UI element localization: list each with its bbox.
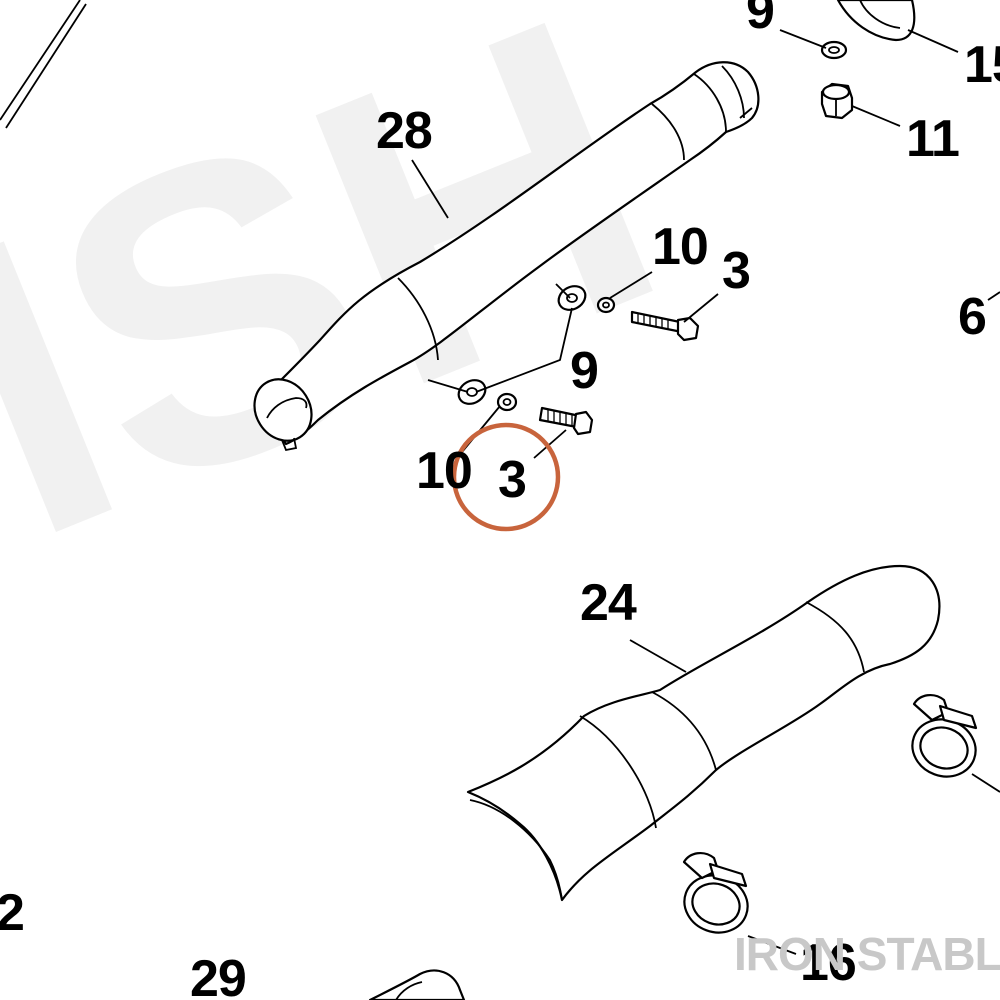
frame-line-top-left	[0, 0, 87, 129]
lockwasher-part-10-lower	[496, 392, 518, 412]
callout-9-mid: 9	[570, 342, 598, 400]
callout-28: 28	[376, 102, 432, 160]
frame-line-part-6	[987, 291, 1000, 301]
callout-10-upper: 10	[652, 218, 708, 276]
bolt-part-3-upper	[630, 310, 700, 342]
highlight-circle	[451, 422, 561, 532]
callout-9-top: 9	[746, 0, 774, 40]
callout-29: 29	[190, 950, 246, 1000]
callout-2: 2	[0, 884, 24, 942]
brand-watermark: IRON STABLE	[734, 928, 1000, 980]
callout-6: 6	[958, 288, 986, 346]
callout-3-lower: 3	[498, 451, 526, 509]
bolt-part-3-lower	[538, 406, 594, 436]
muffler-part-28	[253, 61, 760, 452]
callout-15: 15	[964, 36, 1000, 94]
lockwasher-part-10-upper	[596, 296, 616, 314]
clamp-part-15	[836, 0, 916, 42]
washer-part-9-top	[820, 40, 848, 60]
callout-3-upper: 3	[722, 242, 750, 300]
hose-clamp-right	[911, 694, 1000, 793]
callout-16: 16	[800, 934, 856, 992]
hose-clamp-part-16	[682, 852, 749, 934]
heat-shield-part-24	[466, 564, 941, 902]
nut-part-11	[820, 82, 854, 120]
callout-24: 24	[580, 574, 637, 632]
pipe-part-29	[368, 969, 466, 1000]
callout-10-lower: 10	[416, 442, 472, 500]
callout-11: 11	[906, 110, 959, 168]
